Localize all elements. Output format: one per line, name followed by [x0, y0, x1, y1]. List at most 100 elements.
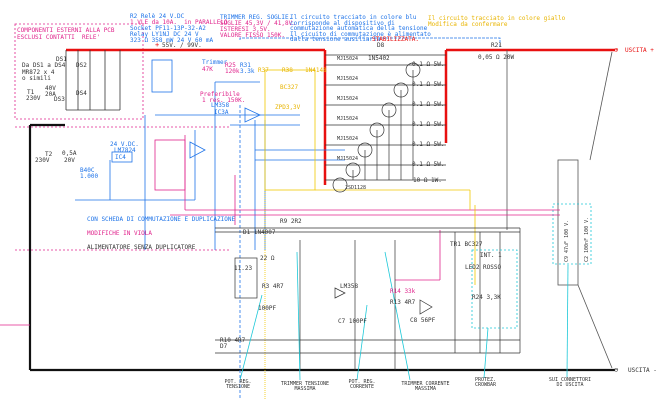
trimmer-spec-3: ISTERESI 3,5V. — [220, 26, 271, 33]
t1-primary: 230V — [26, 95, 41, 102]
r18-value: 0.1 Ω 5W. — [412, 161, 445, 168]
output-plus-terminal[interactable]: ⊕ — [614, 46, 619, 54]
t1-secondary-a: 20A — [45, 91, 56, 98]
alimentatore-label: ALIMENTATORE SENZA DUPLICATORE — [87, 244, 196, 251]
t2-secondary-a: 0,5A — [62, 150, 77, 157]
ds1-label: DS1 — [56, 56, 67, 63]
r37-label: R37 — [258, 67, 269, 74]
tr8-type: MJ15024 — [337, 56, 359, 62]
c9-label: C9 47uF 100 V. — [564, 219, 570, 262]
tr3-type: MJ15024 — [337, 156, 359, 162]
output-plus-label: USCITA + — [625, 47, 654, 54]
trimmer-spec-2: SOGLIE 45,3V / 41,8V. — [220, 20, 296, 27]
r38-label: R38 — [282, 67, 293, 74]
d7-label: R10 4R7 — [220, 337, 246, 344]
ic4-label: IC4 — [115, 154, 126, 161]
relay-spec-4: Relay LY1NJ DC 24 V — [130, 31, 199, 38]
d8-type: 1N5402 — [368, 55, 390, 62]
blue-note-3: commutazione automatica della tensione — [290, 25, 428, 32]
r29-value: 0.1 Ω 5W. — [412, 61, 445, 68]
tr7-type: MJ15024 — [337, 76, 359, 82]
r21-value: 0,05 Ω 20W — [478, 54, 515, 61]
r31-value: 3.3k — [240, 68, 255, 75]
external-components-box — [14, 23, 144, 120]
blue-note-red: STABILIZZATA. — [372, 36, 419, 43]
t2-secondary-v: 20V — [64, 157, 75, 164]
relay-spec-3: Socket PF11-13P-32-A2 — [130, 25, 206, 32]
trimmer-spec-1: TRIMMER REG. SOGLIE. — [220, 14, 293, 21]
callout-pot-tensione: POT. REG. TENSIONE — [224, 379, 252, 390]
yellow-note-1: Il circuito tracciato in colore giallo — [428, 15, 566, 22]
c2-label: C2 100nF 100 V. — [584, 216, 590, 262]
r19-value: 0.1 Ω 5W. — [412, 141, 445, 148]
crowbar-box — [471, 249, 518, 329]
ds4-label: DS4 — [76, 90, 87, 97]
c7-label: C7 100PF — [338, 318, 367, 325]
diode-note-1: Da DS1 a DS4 — [22, 62, 66, 69]
blue-note-2: corrisponde al dispositivo di — [290, 20, 395, 27]
aux-regulator-type: LM7824 — [114, 147, 136, 154]
r24-label: R24 3,3K — [472, 294, 501, 301]
bridge-value: 1.000 — [80, 173, 99, 180]
r25-label: R25 — [225, 62, 236, 69]
d7-type: D7 — [220, 343, 228, 350]
trimmer-spec-4: VALORE FISSO 150K. — [220, 32, 286, 39]
callout-pot-corrente: POT. REG. CORRENTE — [348, 379, 376, 390]
ic1-box — [234, 257, 258, 299]
tr1-label: TR1 BC327 — [450, 241, 483, 248]
d8-label: D8 — [377, 42, 385, 49]
d1-label: D1 1N4007 — [243, 229, 276, 236]
ic1-number: 11.23 — [234, 265, 253, 272]
r21-label: R21 — [491, 42, 502, 49]
tr4-type: MJ15024 — [337, 136, 359, 142]
lm358-label: LM358 — [211, 102, 230, 109]
yellow-note-2: Modifica da confermare — [428, 21, 508, 28]
tr6-type: MJ15024 — [337, 96, 359, 102]
preferibile-1: Preferibile — [200, 91, 240, 98]
rail-plus-sign: + — [155, 41, 160, 49]
blue-note-5: dalla tensione ausiliaria — [290, 36, 381, 43]
relay-spec-1: R2 Relè 24 V.DC — [130, 13, 185, 20]
callout-connettori: SUI CONNETTORI DI USCITA — [548, 377, 592, 388]
c4-value: 100PF — [258, 305, 277, 312]
t2-label: T2 — [45, 151, 53, 158]
tr5-type: MJ15024 — [337, 116, 359, 122]
preferibile-2: 1 res. 150K. — [202, 97, 246, 104]
callout-crowbar: PROTEZ. CROWBAR — [474, 377, 497, 388]
t3-value: 47K — [202, 66, 213, 73]
note-external-line1: COMPONENTI ESTERNI ALLA PCB — [17, 27, 115, 34]
callout-trimmer-corrente: TRIMMER CORRENTE MASSIMA — [401, 381, 450, 392]
r17-value: 10 Ω 1W. — [413, 177, 442, 184]
blue-note-4: Il cicuito di commutazione è alimentato — [290, 31, 431, 38]
lm358-ic2b: LM358 — [340, 283, 359, 290]
r2-value: 22 Ω — [260, 255, 275, 262]
t1-label: T1 — [27, 89, 35, 96]
r9-label: R9 2R2 — [280, 218, 302, 225]
r31-label: R31 — [240, 62, 251, 69]
r28-value: 0.1 Ω 5W. — [412, 81, 445, 88]
rail-voltage-label: 55V. / 99V. — [162, 42, 202, 49]
ds2-label: DS2 — [76, 62, 87, 69]
ds3-label: DS3 — [54, 96, 65, 103]
note-external-line2: ESCLUSI CONTATTI RELE' — [17, 34, 101, 41]
output-minus-label: USCITA - — [628, 367, 657, 374]
callout-trimmer-tensione: TRIMMER TENSIONE MASSIMA — [280, 381, 330, 392]
scheda-label: CON SCHEDA DI COMMUTAZIONE E DUPLICAZION… — [87, 216, 236, 223]
diode-note-3: o simili — [22, 75, 51, 82]
d11-label: 1N4148 — [305, 67, 327, 74]
r25-value: 120k — [225, 68, 240, 75]
output-minus-terminal[interactable]: ⊖ — [614, 366, 619, 374]
r20-value: 0.1 Ω 5W. — [412, 121, 445, 128]
r27-value: 0.1 Ω 5W. — [412, 101, 445, 108]
aux-voltage-label: 24 V.DC. — [110, 141, 139, 148]
blue-note-1: Il circuito tracciato in colore blu — [290, 14, 417, 21]
r13-label: R13 4R7 — [390, 299, 416, 306]
ic3a-label: IC3A — [214, 109, 229, 116]
t3-label: Trimmer — [202, 59, 228, 66]
tr11-label: BC327 — [280, 84, 299, 91]
led2-label: LED2 ROSSO — [465, 264, 502, 271]
r3-label: R3 4R7 — [262, 283, 284, 290]
int1-label: INT. 1 — [480, 252, 502, 259]
t2-primary: 230V — [35, 157, 50, 164]
